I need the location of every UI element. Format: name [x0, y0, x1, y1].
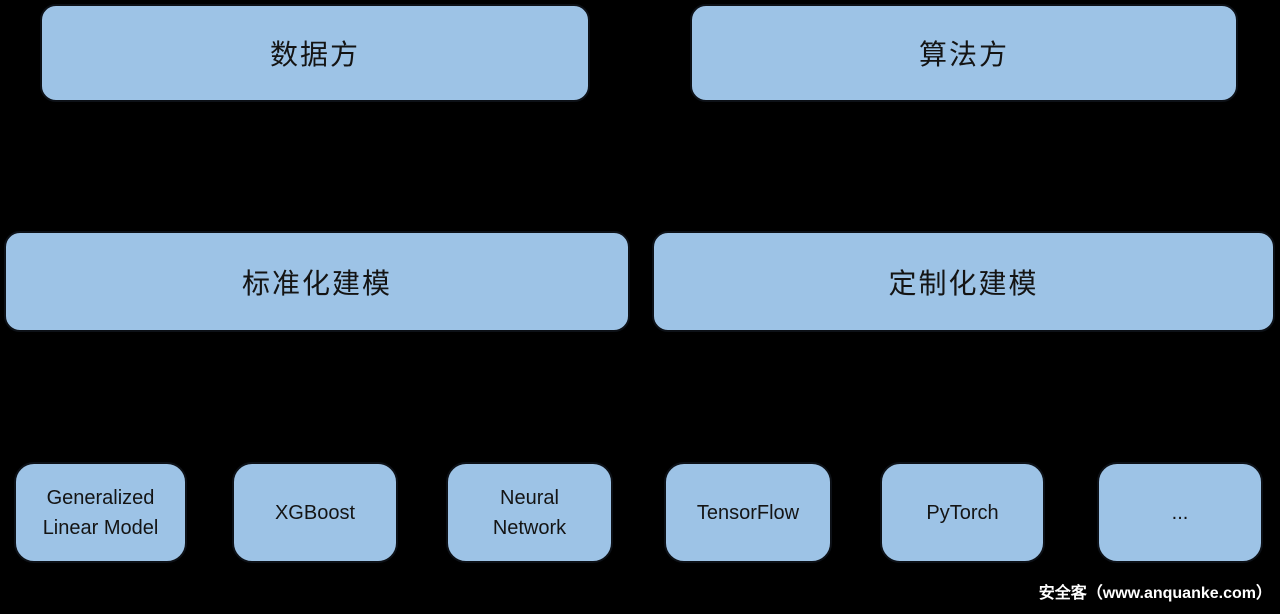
node-ellipsis-label: ...: [1171, 501, 1189, 524]
node-tensorflow-label: TensorFlow: [696, 501, 800, 524]
watermark: 安全客（www.anquanke.com）: [1038, 585, 1272, 602]
node-tensorflow: TensorFlow: [664, 462, 832, 563]
node-generalized-linear-model: Generalized Linear Model: [14, 462, 187, 563]
node-data-party-label: 数据方: [269, 39, 360, 70]
node-data-party: 数据方: [40, 4, 590, 102]
node-generalized-linear-model-label: Generalized Linear Model: [42, 486, 159, 539]
node-customized-modeling: 定制化建模: [652, 231, 1275, 332]
node-algorithm-party-label: 算法方: [918, 39, 1009, 70]
node-standardized-modeling: 标准化建模: [4, 231, 630, 332]
node-standardized-modeling-label: 标准化建模: [241, 267, 392, 299]
node-neural-network-label: Neural Network: [492, 486, 567, 539]
node-pytorch-label: PyTorch: [926, 501, 999, 524]
node-xgboost: XGBoost: [232, 462, 398, 563]
node-ellipsis: ...: [1097, 462, 1263, 563]
node-algorithm-party: 算法方: [690, 4, 1238, 102]
node-pytorch: PyTorch: [880, 462, 1045, 563]
node-neural-network: Neural Network: [446, 462, 613, 563]
node-customized-modeling-label: 定制化建模: [888, 267, 1039, 299]
node-xgboost-label: XGBoost: [274, 501, 356, 524]
